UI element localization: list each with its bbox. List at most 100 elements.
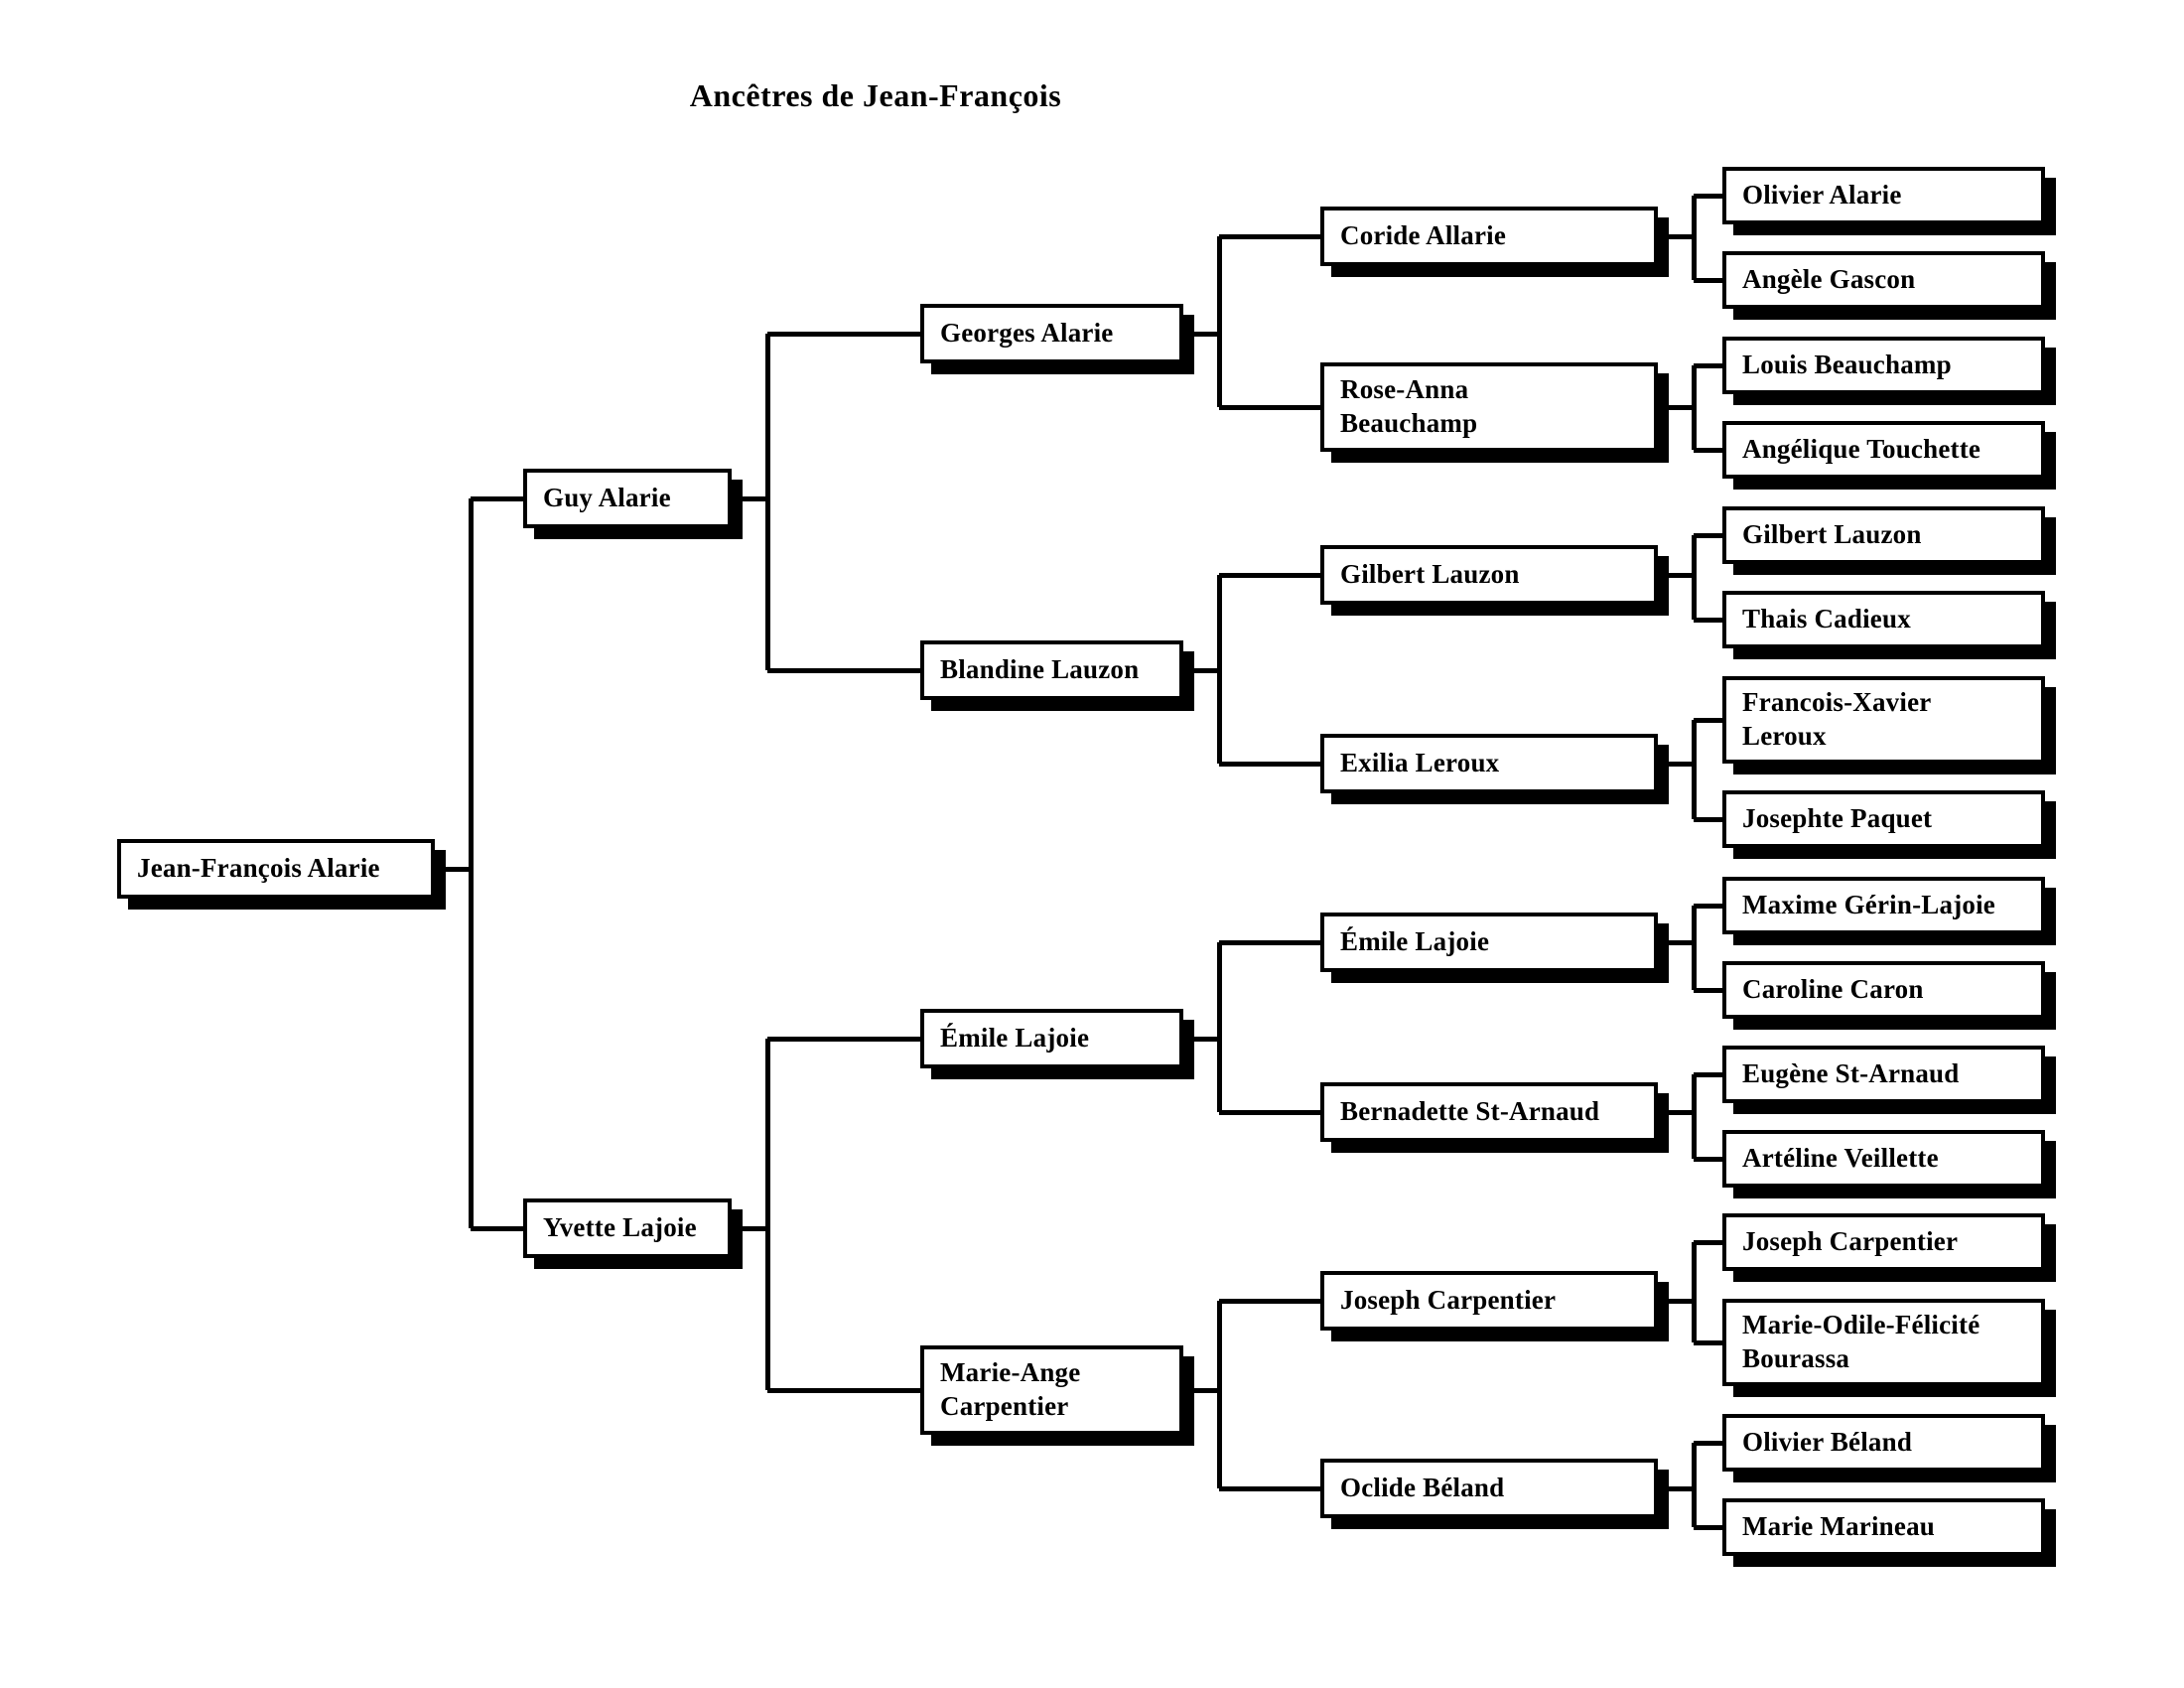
connector-spine	[1692, 1242, 1697, 1342]
connector-spine	[765, 1039, 770, 1390]
person-node-marie-marineau[interactable]: Marie Marineau	[1722, 1498, 2045, 1556]
connector-spine	[1692, 720, 1697, 819]
connector-child-stub	[767, 1037, 920, 1042]
connector-child-stub	[1694, 1072, 1722, 1077]
connector-spine	[1692, 196, 1697, 280]
person-node-francois-xavier-leroux[interactable]: Francois-Xavier Leroux	[1722, 676, 2045, 764]
person-name: Olivier Alarie	[1742, 180, 1902, 211]
person-node-thais-cadieux[interactable]: Thais Cadieux	[1722, 591, 2045, 648]
connector-parent-stub	[732, 496, 767, 501]
connector-parent-stub	[1183, 332, 1219, 337]
connector-child-stub	[1694, 1340, 1722, 1345]
person-name: Georges Alarie	[940, 318, 1114, 349]
person-name: Bernadette St-Arnaud	[1340, 1096, 1600, 1127]
person-name: Francois-Xavier Leroux	[1742, 687, 1932, 751]
connector-child-stub	[1219, 1299, 1320, 1304]
person-name: Angélique Touchette	[1742, 434, 1981, 465]
person-name: Guy Alarie	[543, 483, 671, 513]
person-node-angele-gascon[interactable]: Angèle Gascon	[1722, 251, 2045, 309]
person-name: Eugène St-Arnaud	[1742, 1058, 1960, 1089]
person-node-gilbert-lauzon[interactable]: Gilbert Lauzon	[1320, 545, 1658, 605]
person-node-louis-beauchamp[interactable]: Louis Beauchamp	[1722, 337, 2045, 394]
connector-child-stub	[1694, 904, 1722, 909]
connector-parent-stub	[1183, 668, 1219, 673]
connector-parent-stub	[1183, 1037, 1219, 1042]
connector-child-stub	[767, 332, 920, 337]
connector-child-stub	[1694, 988, 1722, 993]
person-node-maxime-gerin-lajoie[interactable]: Maxime Gérin-Lajoie	[1722, 877, 2045, 934]
connector-child-stub	[1219, 405, 1320, 410]
person-name: Coride Allarie	[1340, 220, 1507, 251]
connector-child-stub	[1694, 533, 1722, 538]
person-name: Josephte Paquet	[1742, 803, 1933, 834]
person-name: Louis Beauchamp	[1742, 350, 1952, 380]
person-node-exilia-leroux[interactable]: Exilia Leroux	[1320, 734, 1658, 793]
person-node-arteline-veillette[interactable]: Artéline Veillette	[1722, 1130, 2045, 1188]
person-node-emile-lajoie[interactable]: Émile Lajoie	[1320, 913, 1658, 972]
connector-child-stub	[1694, 278, 1722, 283]
connector-spine	[1217, 575, 1222, 764]
person-node-olivier-beland[interactable]: Olivier Béland	[1722, 1414, 2045, 1472]
person-name: Gilbert Lauzon	[1742, 519, 1922, 550]
person-name: Gilbert Lauzon	[1340, 559, 1520, 590]
connector-parent-stub	[1658, 1486, 1694, 1491]
person-name: Jean-François Alarie	[137, 853, 380, 884]
page-title: Ancêtres de Jean-François	[689, 77, 1062, 113]
connector-parent-stub	[1183, 1388, 1219, 1393]
connector-spine	[1692, 1443, 1697, 1527]
connector-child-stub	[1219, 940, 1320, 945]
person-node-bernadette-st-arnaud[interactable]: Bernadette St-Arnaud	[1320, 1082, 1658, 1142]
person-name: Maxime Gérin-Lajoie	[1742, 890, 1995, 920]
connector-parent-stub	[1658, 1299, 1694, 1304]
connector-child-stub	[471, 1226, 523, 1231]
person-name: Émile Lajoie	[1340, 926, 1490, 957]
person-node-marie-odile-felicite-bourassa[interactable]: Marie-Odile-Félicité Bourassa	[1722, 1299, 2045, 1386]
connector-spine	[1217, 1301, 1222, 1488]
person-node-guy-alarie[interactable]: Guy Alarie	[523, 469, 732, 528]
person-node-marie-ange-carpentier[interactable]: Marie-Ange Carpentier	[920, 1345, 1183, 1435]
connector-parent-stub	[1658, 405, 1694, 410]
person-name: Thais Cadieux	[1742, 604, 1911, 634]
person-node-emile-lajoie[interactable]: Émile Lajoie	[920, 1009, 1183, 1068]
connector-spine	[1217, 236, 1222, 407]
connector-child-stub	[1219, 573, 1320, 578]
person-name: Émile Lajoie	[940, 1023, 1090, 1054]
person-node-coride-allarie[interactable]: Coride Allarie	[1320, 207, 1658, 266]
connector-child-stub	[1694, 1525, 1722, 1530]
connector-child-stub	[1694, 194, 1722, 199]
connector-spine	[1692, 1074, 1697, 1159]
person-node-angelique-touchette[interactable]: Angélique Touchette	[1722, 421, 2045, 479]
connector-spine	[1692, 906, 1697, 990]
connector-spine	[1692, 535, 1697, 620]
connector-parent-stub	[1658, 234, 1694, 239]
connector-parent-stub	[1658, 762, 1694, 767]
person-name: Blandine Lauzon	[940, 654, 1140, 685]
connector-child-stub	[1219, 1110, 1320, 1115]
person-node-jean-francois-alarie[interactable]: Jean-François Alarie	[117, 839, 435, 899]
person-node-caroline-caron[interactable]: Caroline Caron	[1722, 961, 2045, 1019]
person-node-olivier-alarie[interactable]: Olivier Alarie	[1722, 167, 2045, 224]
person-node-oclide-beland[interactable]: Oclide Béland	[1320, 1459, 1658, 1518]
person-node-georges-alarie[interactable]: Georges Alarie	[920, 304, 1183, 363]
person-node-yvette-lajoie[interactable]: Yvette Lajoie	[523, 1198, 732, 1258]
connector-child-stub	[767, 668, 920, 673]
person-node-josephte-paquet[interactable]: Josephte Paquet	[1722, 790, 2045, 848]
person-node-rose-anna-beauchamp[interactable]: Rose-Anna Beauchamp	[1320, 362, 1658, 452]
connector-parent-stub	[435, 867, 471, 872]
connector-child-stub	[1694, 448, 1722, 453]
connector-spine	[1692, 365, 1697, 450]
person-name: Marie-Ange Carpentier	[940, 1357, 1081, 1421]
connector-child-stub	[1219, 1486, 1320, 1491]
person-node-joseph-carpentier[interactable]: Joseph Carpentier	[1722, 1213, 2045, 1271]
person-name: Joseph Carpentier	[1340, 1285, 1557, 1316]
connector-child-stub	[1219, 762, 1320, 767]
person-node-joseph-carpentier[interactable]: Joseph Carpentier	[1320, 1271, 1658, 1331]
person-node-eugene-st-arnaud[interactable]: Eugène St-Arnaud	[1722, 1046, 2045, 1103]
person-node-gilbert-lauzon[interactable]: Gilbert Lauzon	[1722, 506, 2045, 564]
connector-spine	[1217, 942, 1222, 1112]
connector-parent-stub	[732, 1226, 767, 1231]
connector-child-stub	[1694, 1240, 1722, 1245]
person-name: Rose-Anna Beauchamp	[1340, 374, 1478, 438]
person-node-blandine-lauzon[interactable]: Blandine Lauzon	[920, 640, 1183, 700]
